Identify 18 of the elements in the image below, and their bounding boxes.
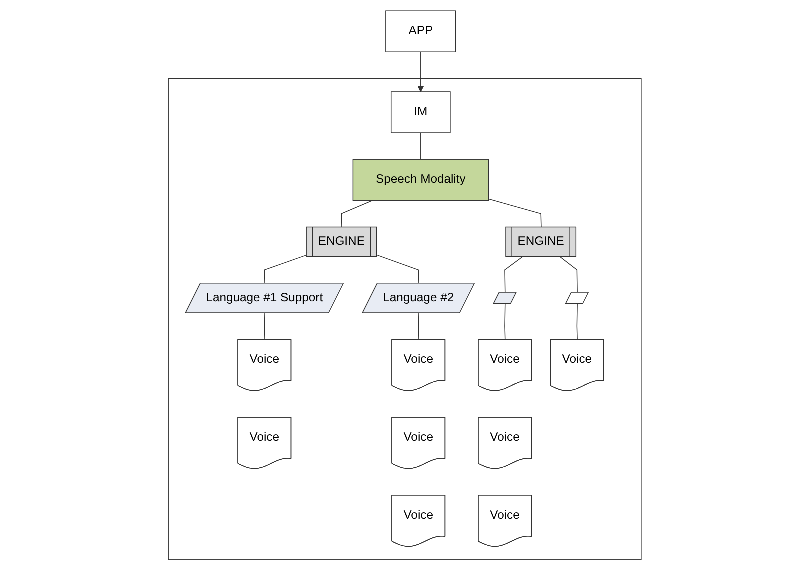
node-parallelogram — [565, 292, 590, 304]
connector — [418, 313, 420, 340]
connector — [576, 304, 578, 340]
node-box: IM — [390, 92, 451, 134]
connector — [504, 304, 506, 340]
arrow — [418, 52, 424, 92]
node-box: APP — [386, 10, 456, 52]
connector — [560, 256, 578, 294]
connector — [504, 256, 523, 294]
node-box: Speech Modality — [352, 159, 490, 201]
connector — [420, 132, 422, 160]
connector — [376, 254, 420, 284]
connector — [264, 313, 266, 340]
connector — [341, 200, 374, 228]
connector — [264, 254, 308, 284]
connector — [488, 198, 542, 228]
cluster — [168, 78, 642, 560]
node-parallelogram — [493, 292, 518, 304]
